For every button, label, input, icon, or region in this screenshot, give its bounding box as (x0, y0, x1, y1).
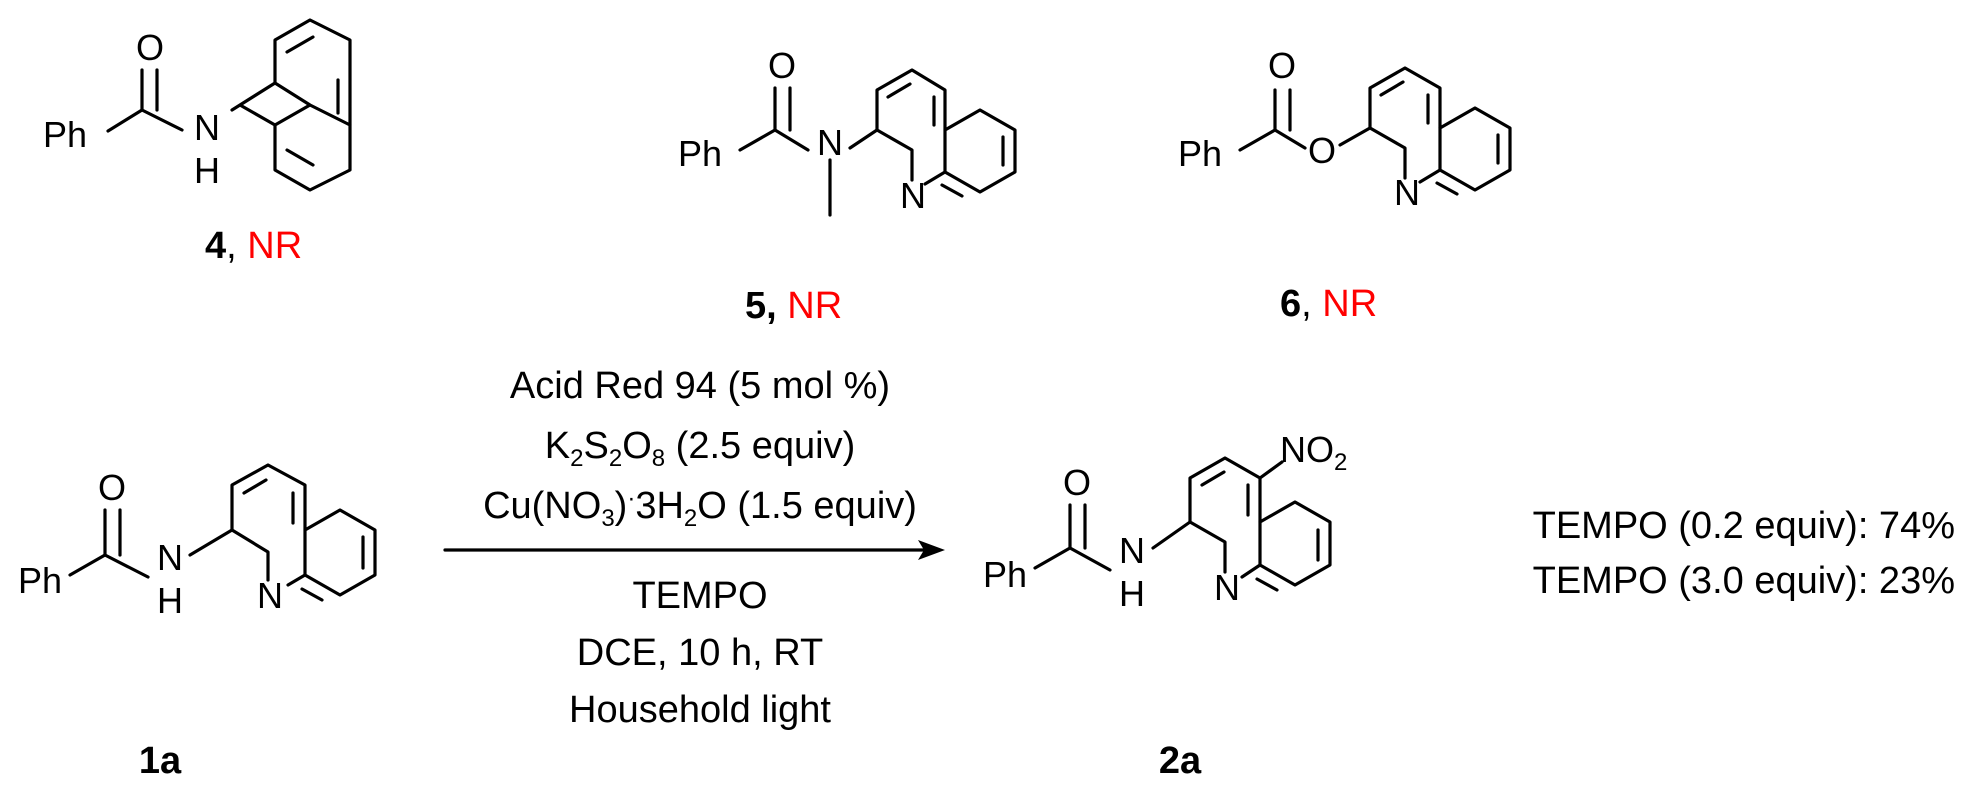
compound-2a-ring-n-label: N (1214, 567, 1240, 608)
nitrate-b: ) (615, 485, 628, 527)
reaction-arrow (443, 540, 945, 560)
oxidant-o: O (622, 425, 652, 467)
compound-2a-o-label: O (1063, 462, 1091, 503)
compound-2a-n-label: N (1119, 530, 1145, 571)
compound-4-o-label: O (136, 27, 164, 68)
compound-1a-h-label: H (157, 580, 183, 621)
nitrate-c: 3H (635, 485, 684, 527)
compound-1a-structure: Ph O N H N (18, 463, 377, 621)
compound-4-n-label: N (194, 107, 220, 148)
compound-1a-o-label: O (98, 467, 126, 508)
condition-nitrate: Cu(NO3)·3H2O (1.5 equiv) (483, 485, 917, 532)
compound-5-separator (777, 285, 788, 327)
condition-solvent-time: DCE, 10 h, RT (577, 632, 823, 674)
compound-4-result: NR (247, 225, 302, 267)
compound-2a-id: 2a (1159, 740, 1202, 782)
compound-5-ring-n-label: N (900, 175, 926, 216)
compound-1a-n-label: N (157, 537, 183, 578)
compound-5-id: 5, (745, 285, 777, 327)
nitrate-c-sub: 2 (684, 505, 697, 532)
compound-4-id: 4 (205, 225, 226, 267)
oxidant-amount: (2.5 equiv) (665, 425, 855, 467)
compound-6-ring-n-label: N (1394, 172, 1420, 213)
nitrate-amount: O (1.5 equiv) (697, 485, 917, 527)
oxidant-s: S (583, 425, 608, 467)
compound-6-id: 6 (1280, 283, 1301, 325)
compound-6-separator: , (1301, 283, 1322, 325)
condition-light: Household light (569, 689, 831, 731)
compound-5-n-label: N (817, 122, 843, 163)
condition-oxidant: K2S2O8 (2.5 equiv) (545, 425, 855, 472)
compound-6-ph-label: Ph (1178, 133, 1222, 174)
compound-2a-nitro-label: NO2 (1280, 429, 1347, 476)
compound-1a-ph-label: Ph (18, 560, 62, 601)
compound-1a-id: 1a (139, 740, 182, 782)
compound-4-ph-label: Ph (43, 114, 87, 155)
oxidant-k-sub: 2 (570, 445, 583, 472)
compound-5-result: NR (787, 285, 842, 327)
compound-5-caption: 5, NR (745, 285, 842, 327)
compound-6-ester-o-label: O (1308, 130, 1336, 171)
condition-additive: TEMPO (632, 575, 767, 617)
compound-4-caption: 4, NR (205, 225, 302, 267)
nitrate-a-sub: 3 (601, 505, 614, 532)
nitro-sub: 2 (1334, 449, 1347, 476)
compound-5-o-label: O (768, 45, 796, 86)
result-tempo-low: TEMPO (0.2 equiv): 74% (1533, 505, 1955, 547)
compound-6-carbonyl-o-label: O (1268, 45, 1296, 86)
nitrate-dot: · (627, 485, 635, 512)
compound-6-structure: Ph O O N (1178, 45, 1512, 213)
nitro-prefix: NO (1280, 429, 1334, 470)
compound-4-structure: Ph O N H (43, 18, 352, 192)
condition-catalyst: Acid Red 94 (5 mol %) (510, 365, 890, 407)
compound-4-separator: , (226, 225, 247, 267)
oxidant-k: K (545, 425, 570, 467)
compound-1a-ring-n-label: N (257, 575, 283, 616)
compound-6-caption: 6, NR (1280, 283, 1377, 325)
nitrate-a: Cu(NO (483, 485, 601, 527)
compound-4-h-label: H (194, 150, 220, 191)
compound-6-result: NR (1322, 283, 1377, 325)
compound-2a-ph-label: Ph (983, 554, 1027, 595)
compound-5-structure: Ph O N N (678, 45, 1017, 217)
compound-2a-structure: Ph O N H N NO2 (983, 429, 1347, 614)
compound-2a-h-label: H (1119, 573, 1145, 614)
result-tempo-high: TEMPO (3.0 equiv): 23% (1533, 560, 1955, 602)
compound-5-ph-label: Ph (678, 133, 722, 174)
oxidant-o-sub: 8 (652, 445, 665, 472)
oxidant-s-sub: 2 (609, 445, 622, 472)
